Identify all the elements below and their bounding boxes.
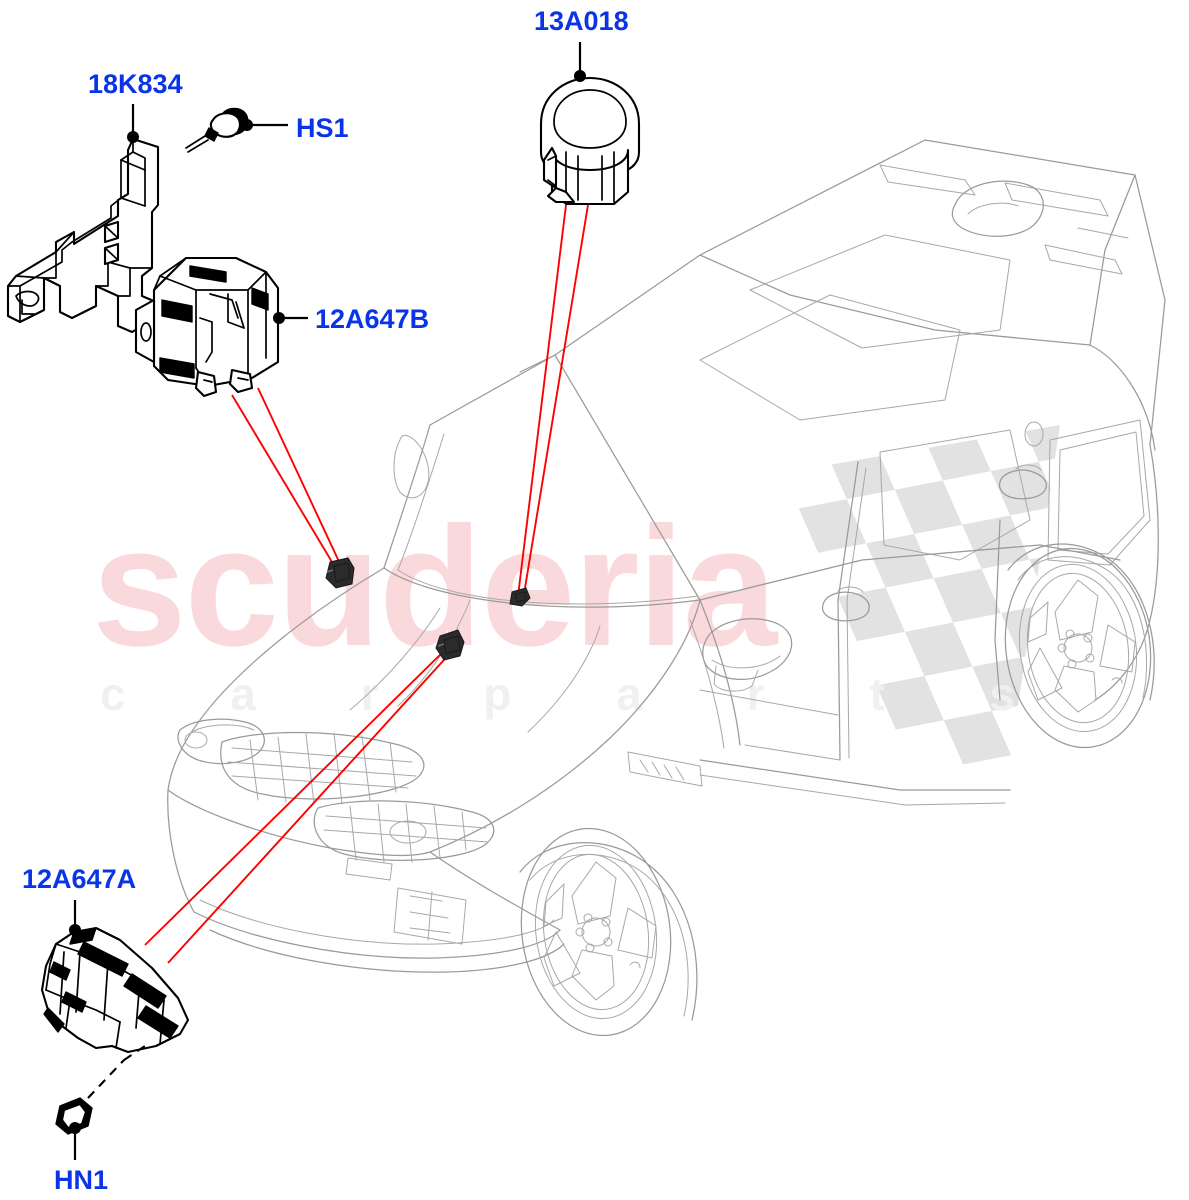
red-leader-lines [144,204,589,964]
connector-icon-3[interactable] [435,629,465,661]
label-13a018: 13A018 [534,6,629,36]
part-12a647b-module[interactable] [134,256,280,398]
part-12a647a-module[interactable] [40,926,190,1054]
part-hs1-screw[interactable] [185,107,249,153]
part-13a018-horn[interactable] [539,76,641,206]
leader-lines [69,42,586,1160]
connector-icon-1[interactable] [325,557,355,589]
part-18k834-bracket[interactable] [6,137,160,334]
label-hn1: HN1 [54,1165,108,1195]
label-18k834: 18K834 [88,69,183,99]
part-hn1-nut[interactable] [55,1097,93,1135]
watermark-tagline: c a r p a r t s [100,668,1061,720]
connector-icon-2[interactable] [509,587,531,607]
vehicle-outline [167,139,1166,1037]
label-hs1: HS1 [296,113,349,143]
label-12a647a: 12A647A [22,864,136,894]
label-12a647b: 12A647B [315,304,429,334]
